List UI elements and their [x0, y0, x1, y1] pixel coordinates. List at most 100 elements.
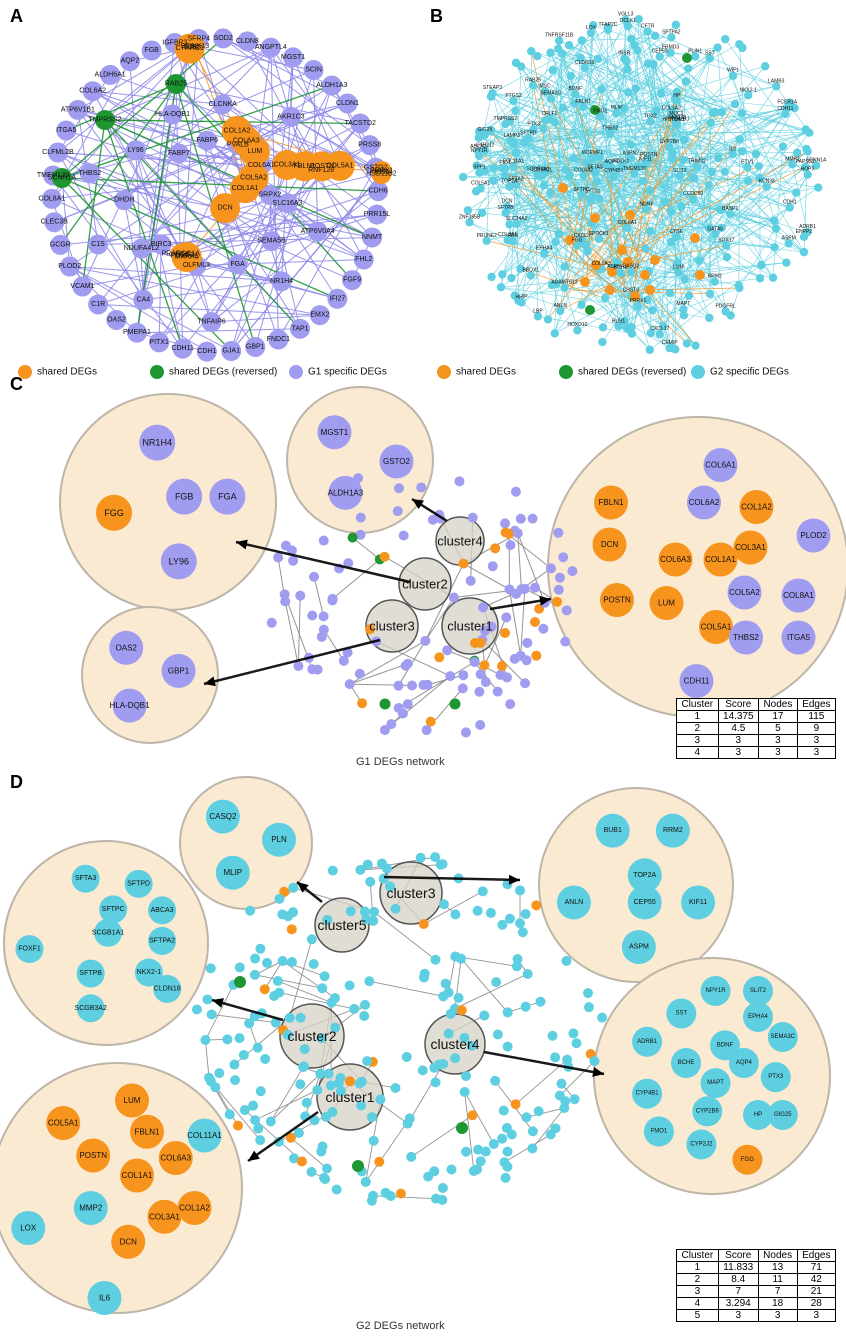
network-node — [793, 148, 802, 157]
network-node — [631, 84, 640, 93]
network-node — [505, 540, 516, 551]
node-label: CFTR — [641, 24, 655, 30]
table-cell: 3 — [717, 734, 760, 747]
node-label: COL5A1 — [701, 623, 732, 632]
network-node — [277, 193, 298, 214]
network-edge — [254, 85, 333, 348]
network-node — [751, 149, 761, 159]
network-edge — [515, 86, 777, 154]
node-label: MMP2 — [79, 1204, 103, 1213]
network-edge — [554, 122, 594, 245]
network-node — [583, 988, 594, 999]
network-node — [743, 1099, 774, 1130]
node-label: FGB — [175, 492, 194, 502]
network-node — [390, 903, 401, 914]
node-label: SEMA3C — [770, 1034, 795, 1040]
network-node — [472, 161, 481, 170]
network-node — [738, 43, 747, 53]
network-edge — [559, 1060, 595, 1096]
network-node — [710, 277, 719, 286]
network-node — [586, 28, 596, 38]
network-edge — [607, 27, 670, 349]
network-edge — [586, 122, 678, 273]
network-node — [96, 494, 132, 531]
node-label: CCDC69 — [683, 191, 703, 197]
network-edge — [616, 109, 673, 114]
network-edge — [191, 47, 322, 171]
node-label: RAB25 — [165, 81, 187, 88]
node-label: NKX2-1 — [137, 969, 162, 976]
network-node — [177, 1191, 212, 1225]
node-label: SLIT2 — [750, 988, 767, 994]
network-node — [395, 1188, 406, 1199]
node-label: HOPX — [801, 167, 816, 173]
network-node — [516, 264, 525, 273]
network-node — [743, 976, 774, 1007]
node-label: SFTPA2 — [149, 937, 175, 944]
network-edge — [141, 214, 378, 250]
network-node — [488, 89, 497, 98]
network-node — [803, 170, 812, 179]
network-node — [511, 961, 522, 972]
network-node — [418, 918, 429, 929]
network-edge — [659, 56, 808, 175]
cluster-table-c: Cluster Score Nodes Edges 1 14.375 17 11… — [676, 698, 837, 759]
network-node — [542, 167, 551, 176]
network-node — [331, 1184, 342, 1195]
node-label: MCEMP1 — [582, 150, 604, 156]
node-label: PRUNE2 — [477, 233, 498, 239]
network-node — [529, 125, 538, 134]
network-edge — [647, 63, 716, 113]
network-node — [350, 113, 371, 134]
network-edge — [490, 130, 580, 245]
network-node — [402, 1118, 413, 1129]
node-label: AQP4 — [605, 159, 619, 165]
network-node — [130, 1114, 164, 1149]
network-edge — [512, 143, 565, 267]
network-edge — [230, 173, 382, 352]
network-node — [677, 202, 686, 211]
network-node — [285, 1132, 296, 1143]
network-node — [733, 530, 768, 565]
network-node — [597, 1012, 608, 1023]
node-label: LUM — [124, 1096, 141, 1105]
node-label: CLDN18 — [154, 985, 181, 992]
network-edge — [530, 51, 578, 253]
network-node — [327, 288, 348, 309]
network-edge — [136, 48, 191, 333]
network-node — [566, 71, 575, 81]
cluster-overlay — [279, 1003, 345, 1069]
network-node — [398, 530, 409, 541]
network-node — [445, 1008, 456, 1019]
network-node — [621, 15, 630, 24]
network-node — [527, 1143, 538, 1154]
network-node — [564, 41, 574, 50]
network-node — [672, 87, 682, 96]
network-node — [502, 1146, 513, 1157]
network-edge — [623, 52, 671, 109]
node-label: TOP2A — [501, 179, 518, 185]
network-edge — [792, 164, 808, 233]
network-node — [491, 977, 502, 988]
network-node — [166, 74, 186, 94]
cluster-arrow — [211, 998, 284, 1022]
node-label: COL3A1 — [149, 1212, 180, 1221]
node-label: CLCNKA — [209, 101, 238, 108]
network-node — [109, 630, 144, 665]
node-label: COL6A1 — [248, 162, 275, 169]
network-node — [119, 51, 140, 72]
node-label: DHDH — [114, 197, 134, 204]
network-edge — [427, 674, 464, 686]
network-node — [295, 1079, 306, 1090]
node-label: LBP — [533, 308, 543, 314]
network-node — [538, 623, 549, 634]
network-node — [708, 108, 718, 118]
network-edge — [211, 190, 379, 323]
network-node — [630, 291, 640, 301]
network-node — [295, 590, 306, 601]
network-node — [448, 592, 459, 603]
network-node — [255, 1135, 266, 1146]
network-node — [567, 566, 578, 577]
node-label: ANLN — [565, 899, 584, 906]
network-node — [546, 188, 555, 197]
